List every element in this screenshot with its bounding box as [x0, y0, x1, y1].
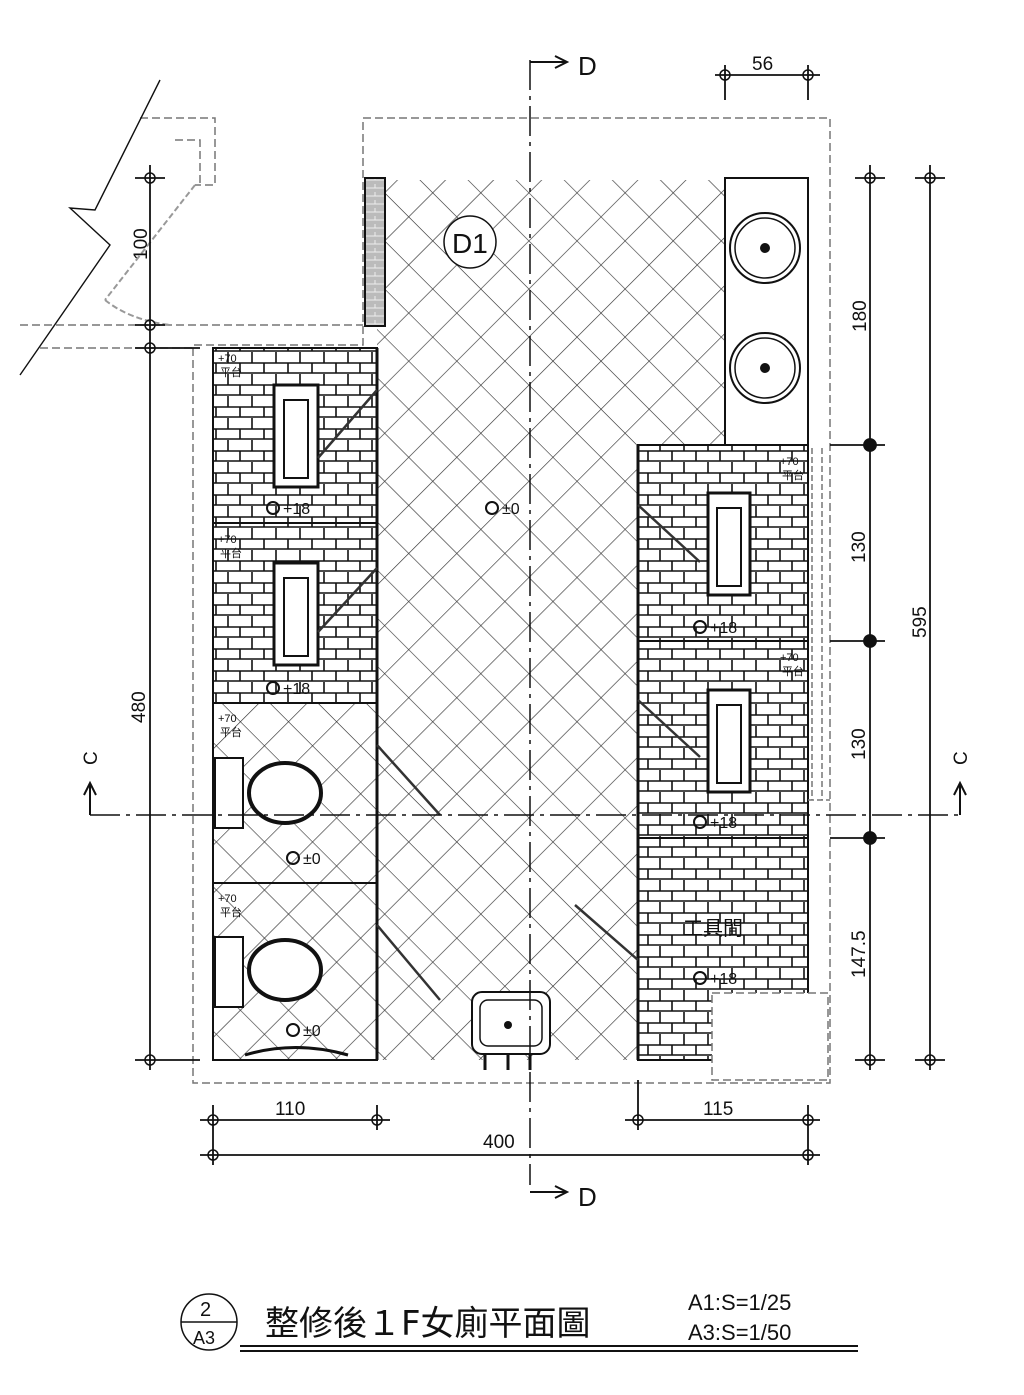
squat-toilet	[706, 688, 752, 794]
western-toilet	[214, 936, 323, 1008]
svg-text:平台: 平台	[220, 365, 242, 379]
title-block: 2 A3 整修後１F女廁平面圖 A1:S=1/25 A3:S=1/50	[180, 1290, 858, 1352]
stall-doors-left	[317, 389, 441, 1001]
sheet-number: A3	[193, 1328, 215, 1348]
svg-text:+70: +70	[218, 353, 237, 365]
squat-toilet	[272, 383, 320, 489]
level-marker: +18	[693, 815, 737, 832]
level-marker: +18	[266, 501, 310, 518]
section-c-left-arrow	[83, 780, 97, 815]
entry-wall	[364, 177, 386, 327]
section-c-right-label: C	[951, 751, 972, 765]
building-outline	[192, 117, 831, 1084]
section-d-bottom-arrow	[530, 1185, 570, 1199]
scale-a3: A3:S=1/50	[688, 1320, 791, 1345]
detail-number: 2	[200, 1299, 211, 1321]
dim-right-storage: 147.5	[849, 930, 870, 978]
dim-right-sinks: 180	[850, 300, 871, 332]
door-tag: D1	[452, 228, 488, 259]
dim-right-total: 595	[910, 606, 931, 638]
grab-bar	[244, 1046, 349, 1057]
dim-left-total: 480	[129, 691, 150, 723]
svg-text:+18: +18	[710, 971, 737, 988]
svg-text:±0: ±0	[303, 851, 321, 868]
section-c-left-label: C	[81, 751, 102, 765]
stall-doors-right	[574, 504, 701, 961]
western-toilet	[214, 757, 323, 829]
svg-text:平台: 平台	[220, 725, 242, 739]
scale-a1: A1:S=1/25	[688, 1290, 791, 1315]
dim-right-stall1: 130	[849, 531, 870, 563]
section-c-right-arrow	[953, 780, 967, 815]
svg-text:平台: 平台	[220, 905, 242, 919]
break-line	[19, 79, 161, 376]
door-tag-circle	[443, 215, 497, 269]
svg-text:平台: 平台	[782, 468, 804, 482]
wash-basin	[729, 212, 801, 284]
svg-text:+70: +70	[218, 893, 237, 905]
squat-toilet	[706, 491, 752, 597]
dim-right-stall2: 130	[849, 728, 870, 760]
svg-text:+18: +18	[283, 681, 310, 698]
storage-cutout	[711, 992, 829, 1081]
dim-bottom-right: 115	[703, 1099, 733, 1120]
svg-text:平台: 平台	[220, 546, 242, 560]
svg-text:±0: ±0	[502, 501, 520, 518]
level-marker: +18	[266, 681, 310, 698]
svg-text:+70: +70	[218, 713, 237, 725]
level-markers: ±0 +18 +18 ±0 ±0 +18 +18 +18	[266, 501, 737, 1040]
squat-toilet	[272, 561, 320, 667]
level-marker: ±0	[485, 501, 520, 518]
svg-text:+18: +18	[710, 815, 737, 832]
room-label-storage: 工具間	[683, 916, 743, 940]
adjacent-room-outline	[20, 117, 363, 349]
dimension-lines	[135, 65, 945, 1165]
section-d-top-label: D	[578, 51, 597, 81]
entry-floor-right	[638, 345, 725, 445]
dim-bottom-total: 400	[483, 1132, 515, 1153]
drawing-title: 整修後１F女廁平面圖	[265, 1304, 591, 1344]
level-marker: +18	[693, 971, 737, 988]
pipe-chase	[808, 448, 830, 801]
dim-top: 56	[752, 54, 773, 75]
svg-text:+70: +70	[780, 456, 799, 468]
svg-text:+70: +70	[780, 652, 799, 664]
level-marker: +18	[693, 620, 737, 637]
entry-floor	[385, 180, 725, 345]
svg-text:+18: +18	[710, 620, 737, 637]
svg-text:+70: +70	[218, 534, 237, 546]
wash-basin	[729, 332, 801, 404]
svg-text:+18: +18	[283, 501, 310, 518]
dim-bottom-left: 110	[275, 1099, 305, 1120]
section-d-top-arrow	[530, 55, 570, 69]
level-marker: ±0	[286, 851, 321, 868]
svg-text:平台: 平台	[782, 664, 804, 678]
dim-left-upper: 100	[131, 228, 152, 260]
svg-text:±0: ±0	[303, 1023, 321, 1040]
section-d-bottom-label: D	[578, 1182, 597, 1212]
level-marker: ±0	[286, 1023, 321, 1040]
